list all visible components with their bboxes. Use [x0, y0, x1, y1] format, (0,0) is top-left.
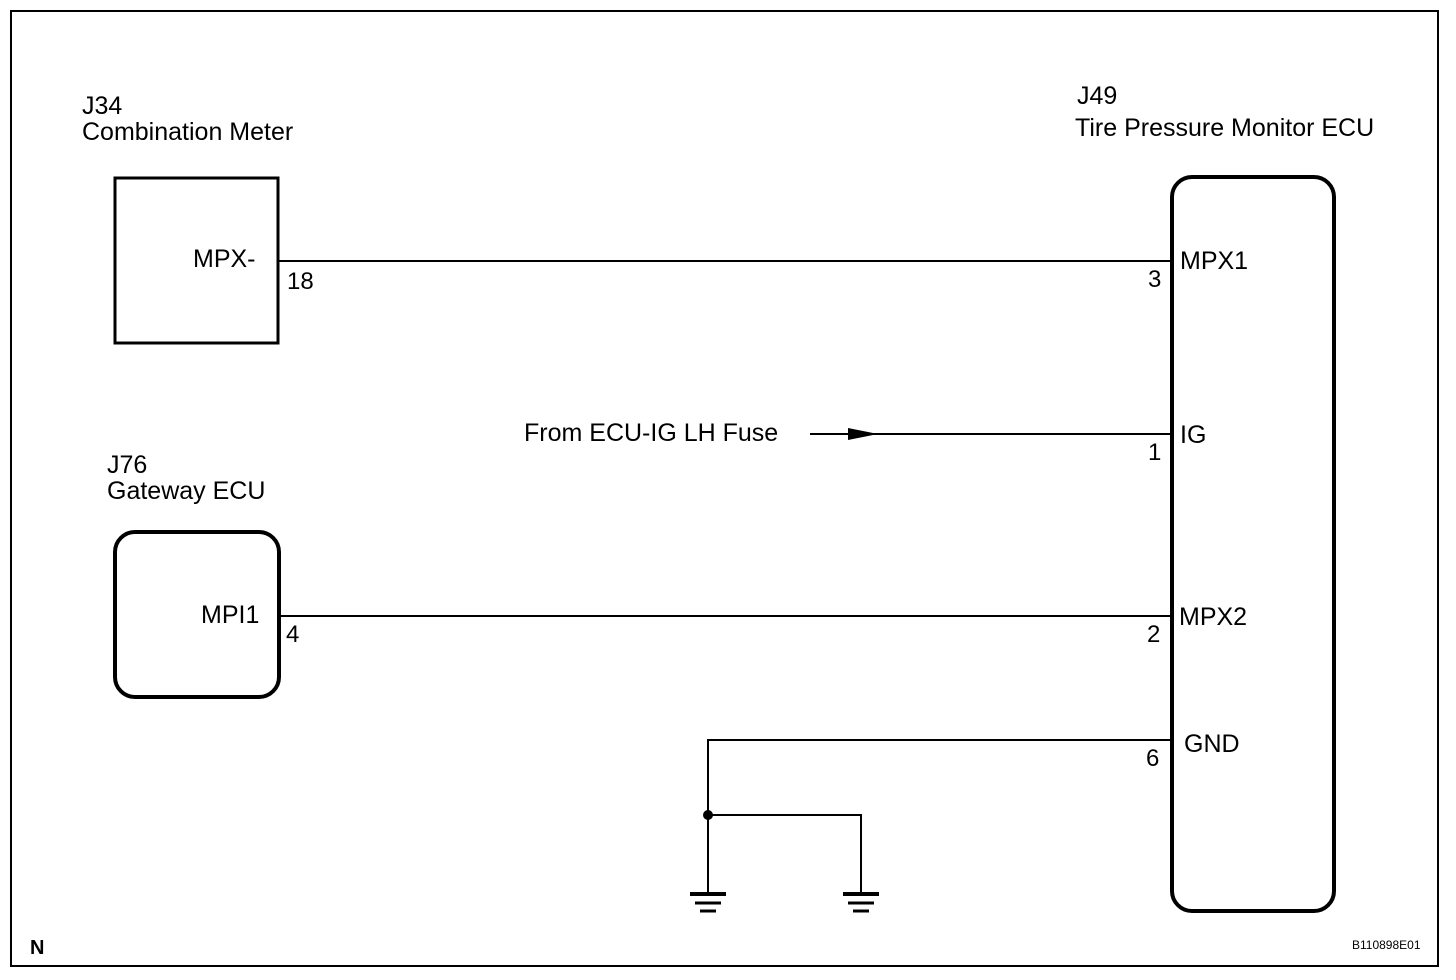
gateway-ecu-box	[113, 530, 281, 699]
combination-meter-pin: 18	[287, 268, 314, 295]
gateway-ecu-code: J76	[107, 451, 148, 479]
combination-meter-code: J34	[82, 92, 123, 120]
gateway-ecu-terminal: MPI1	[201, 601, 260, 629]
gateway-ecu-name: Gateway ECU	[107, 477, 266, 505]
fuse-source-label: From ECU-IG LH Fuse	[524, 419, 779, 447]
tpms-terminal-mpx2: MPX2	[1179, 603, 1248, 631]
tpms-pin-mpx1: 3	[1148, 266, 1162, 293]
diagram-frame	[10, 10, 1439, 967]
combination-meter-terminal: MPX-	[193, 245, 256, 273]
diagram-id: B110898E01	[1352, 938, 1421, 952]
tpms-terminal-mpx1: MPX1	[1180, 247, 1249, 275]
arrow-icon	[848, 428, 878, 440]
tpms-terminal-ig: IG	[1180, 421, 1207, 449]
tpms-pin-mpx2: 2	[1147, 621, 1161, 648]
splice-point	[703, 810, 713, 820]
tpms-ecu-name: Tire Pressure Monitor ECU	[1075, 114, 1375, 142]
tpms-ecu-box	[1170, 175, 1336, 913]
wire-gnd-branch	[708, 814, 862, 893]
tpms-pin-gnd: 6	[1146, 745, 1160, 772]
corner-label: N	[30, 937, 45, 959]
tpms-pin-ig: 1	[1148, 439, 1162, 466]
combination-meter-name: Combination Meter	[82, 118, 294, 146]
ground-icon	[843, 892, 879, 913]
wire-gnd	[707, 739, 1172, 893]
ground-icon	[690, 892, 726, 913]
tpms-ecu-code: J49	[1077, 82, 1118, 110]
tpms-terminal-gnd: GND	[1184, 730, 1240, 758]
gateway-ecu-pin: 4	[286, 621, 300, 648]
